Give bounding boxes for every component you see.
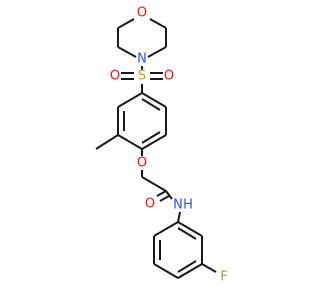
n-ring-bond bbox=[177, 211, 181, 223]
sulfonyl-oxygen-left-label: O bbox=[110, 69, 120, 84]
amide-nitrogen-label: N bbox=[173, 198, 183, 213]
morpholine-oxygen-label: O bbox=[137, 6, 147, 21]
sulfonyl-double-bonds bbox=[121, 72, 163, 80]
carbonyl-double-bond-a bbox=[156, 190, 167, 197]
structure-svg: O N S O O O O N H F bbox=[95, 6, 228, 285]
morpholine-ring bbox=[117, 18, 167, 58]
carbonyl-oxygen-label: O bbox=[145, 197, 155, 212]
lower-benzene-ring bbox=[153, 221, 203, 279]
c-f-bond bbox=[201, 263, 217, 273]
methyl-bond bbox=[95, 134, 119, 150]
morpholine-nitrogen-label: N bbox=[137, 52, 147, 67]
upper-benzene-ring bbox=[117, 92, 167, 150]
carbonyl-double-bond-b bbox=[159, 195, 170, 202]
carbonyl-n-bond bbox=[165, 190, 173, 200]
sulfonyl-oxygen-right-label: O bbox=[164, 69, 174, 84]
ch2-carbonyl-bond bbox=[141, 176, 167, 192]
molecule-diagram: O N S O O O O N H F bbox=[95, 6, 228, 285]
fluorine-label: F bbox=[220, 270, 227, 285]
amide-hydrogen-label: H bbox=[183, 198, 193, 213]
ether-oxygen-label: O bbox=[137, 156, 147, 171]
sulfur-label: S bbox=[138, 69, 146, 84]
